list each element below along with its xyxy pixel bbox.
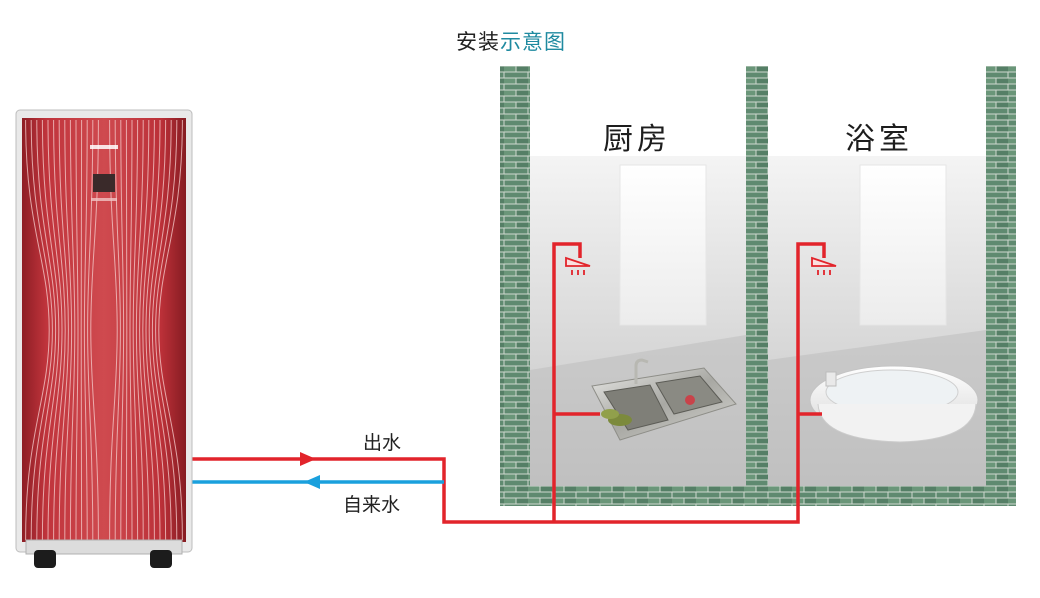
hot-water-pipes (190, 242, 826, 524)
title-text: 安装 (456, 31, 500, 54)
outlet-label: 出水 (363, 433, 402, 454)
title-accent-text: 示意图 (500, 31, 566, 54)
kitchen-sink-icon (591, 358, 737, 441)
heat-pump-unit-icon (15, 109, 193, 568)
inlet-arrow (304, 475, 320, 489)
room-label-bathroom: 浴室 (845, 123, 913, 156)
outlet-arrow (300, 452, 316, 466)
room-label-kitchen: 厨房 (603, 123, 671, 156)
inlet-label: 自来水 (343, 495, 401, 516)
bathroom-basin-icon (809, 365, 979, 443)
diagram-title: 安装示意图 (456, 26, 566, 56)
brick-walls (500, 66, 1016, 506)
shower-head-icon (565, 256, 837, 275)
